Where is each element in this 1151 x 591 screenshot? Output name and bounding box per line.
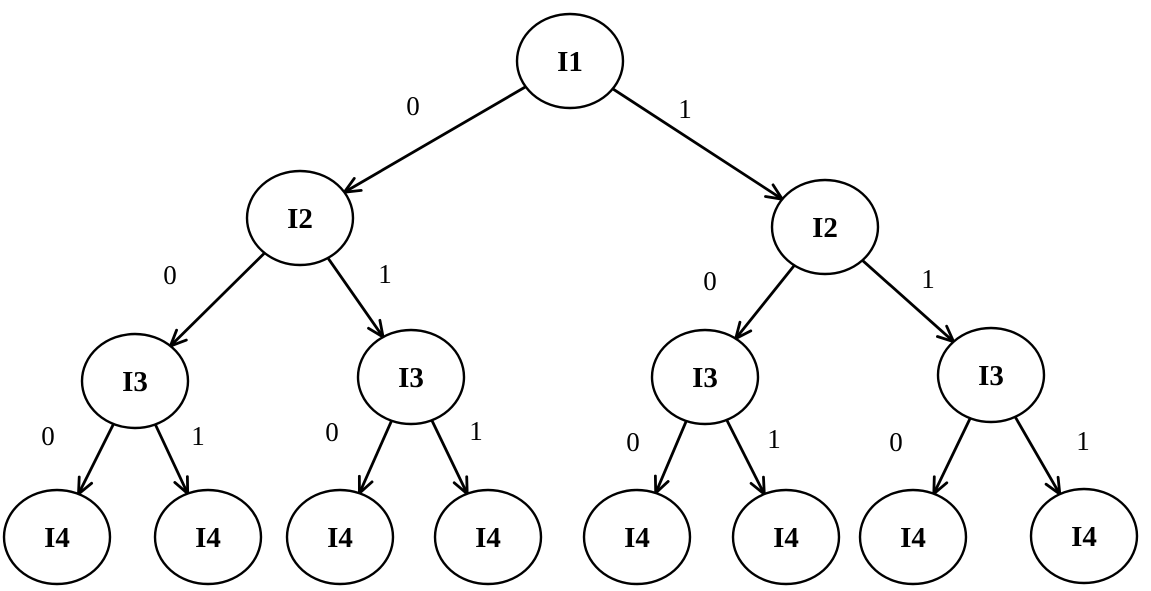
tree-node-I4h: I4 xyxy=(1029,487,1139,585)
tree-edge-I3d-I4g: 0 xyxy=(889,417,972,496)
tree-node-label: I4 xyxy=(44,522,70,554)
tree-edge-label: 0 xyxy=(325,417,339,447)
tree-edge-I3c-I4f: 1 xyxy=(725,419,781,496)
tree-edge-line xyxy=(326,257,385,338)
arrowhead-icon xyxy=(764,183,784,201)
tree-edge-label: 1 xyxy=(921,264,935,294)
tree-node-label: I3 xyxy=(692,362,718,394)
tree-node-I4b: I4 xyxy=(153,488,263,586)
tree-node-label: I1 xyxy=(557,46,583,78)
tree-node-label: I4 xyxy=(195,522,221,554)
tree-node-label: I3 xyxy=(978,360,1004,392)
tree-node-label: I4 xyxy=(1071,521,1097,553)
tree-node-I4a: I4 xyxy=(2,488,112,586)
tree-edge-label: 0 xyxy=(889,427,903,457)
tree-edge-I2a-I3b: 1 xyxy=(326,257,392,339)
tree-node-I2b: I2 xyxy=(770,178,880,276)
tree-edge-label: 0 xyxy=(41,421,55,451)
tree-edge-I2b-I3d: 1 xyxy=(861,259,956,344)
tree-edge-line xyxy=(358,420,393,494)
tree-edge-line xyxy=(725,419,766,495)
tree-node-I3c: I3 xyxy=(650,328,760,426)
tree-edge-line xyxy=(154,423,189,495)
tree-node-circle xyxy=(80,332,190,430)
tree-edge-I3d-I4h: 1 xyxy=(1013,416,1090,496)
tree-node-I4f: I4 xyxy=(731,488,841,586)
tree-node-label: I2 xyxy=(812,212,838,244)
tree-node-label: I3 xyxy=(398,362,424,394)
tree-node-label: I4 xyxy=(900,522,926,554)
tree-node-label: I2 xyxy=(287,203,313,235)
tree-edge-I2b-I3c: 0 xyxy=(703,264,796,341)
tree-node-circle xyxy=(650,328,760,426)
tree-node-circle xyxy=(936,326,1046,424)
tree-edge-I3a-I4a: 0 xyxy=(41,421,115,496)
tree-node-circle xyxy=(770,178,880,276)
tree-edge-I3c-I4e: 0 xyxy=(626,420,688,495)
tree-node-circle xyxy=(1029,487,1139,585)
tree-edge-label: 0 xyxy=(163,260,177,290)
tree-node-circle xyxy=(285,488,395,586)
tree-node-I4d: I4 xyxy=(433,488,543,586)
tree-node-label: I4 xyxy=(475,522,501,554)
tree-node-I3b: I3 xyxy=(356,328,466,426)
tree-node-label: I3 xyxy=(122,366,148,398)
tree-edge-I3b-I4c: 0 xyxy=(325,417,393,495)
tree-edge-label: 0 xyxy=(626,427,640,457)
tree-edge-line xyxy=(932,417,972,495)
tree-node-circle xyxy=(153,488,263,586)
tree-node-circle xyxy=(858,488,968,586)
tree-node-circle xyxy=(433,488,543,586)
tree-edge-I1-I2b: 1 xyxy=(611,87,784,201)
tree-node-circle xyxy=(2,488,112,586)
tree-edge-line xyxy=(169,251,266,348)
tree-edge-line xyxy=(734,264,796,340)
tree-edge-line xyxy=(654,420,688,494)
tree-node-circle xyxy=(582,488,692,586)
tree-node-label: I4 xyxy=(773,522,799,554)
tree-edge-line xyxy=(430,419,469,495)
tree-edge-line xyxy=(343,85,527,194)
tree-edge-label: 1 xyxy=(191,421,205,451)
tree-edge-label: 0 xyxy=(703,266,717,296)
tree-edge-label: 1 xyxy=(678,94,692,124)
tree-node-I1: I1 xyxy=(515,12,625,110)
tree-edge-I2a-I3a: 0 xyxy=(163,251,266,348)
tree-node-circle xyxy=(731,488,841,586)
tree-node-I4e: I4 xyxy=(582,488,692,586)
tree-edge-label: 1 xyxy=(767,424,781,454)
tree-node-I2a: I2 xyxy=(245,169,355,267)
tree-edge-label: 0 xyxy=(406,91,420,121)
tree-edge-label: 1 xyxy=(378,259,392,289)
tree-node-label: I4 xyxy=(624,522,650,554)
tree-node-label: I4 xyxy=(327,522,353,554)
tree-edge-label: 1 xyxy=(1076,426,1090,456)
tree-edge-I3a-I4b: 1 xyxy=(154,421,205,495)
tree-edge-line xyxy=(1013,416,1062,495)
tree-node-I3a: I3 xyxy=(80,332,190,430)
tree-node-I3d: I3 xyxy=(936,326,1046,424)
tree-edge-line xyxy=(861,259,955,343)
tree-edge-line xyxy=(611,87,784,201)
tree-edge-line xyxy=(77,423,115,495)
tree-node-I4c: I4 xyxy=(285,488,395,586)
tree-edge-label: 1 xyxy=(469,416,483,446)
tree-edge-I3b-I4d: 1 xyxy=(430,416,483,496)
tree-node-circle xyxy=(245,169,355,267)
tree-node-circle xyxy=(515,12,625,110)
tree-node-circle xyxy=(356,328,466,426)
tree-node-I4g: I4 xyxy=(858,488,968,586)
tree-edge-I1-I2a: 0 xyxy=(342,85,527,194)
